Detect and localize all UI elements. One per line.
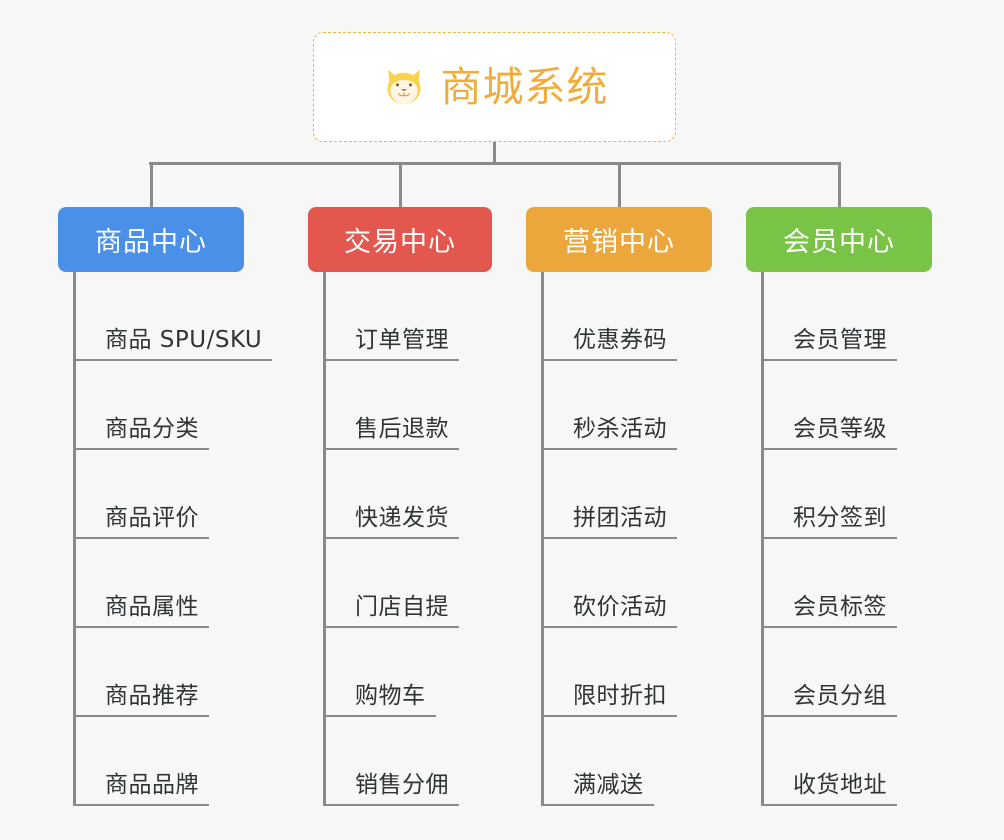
branch-header-4[interactable]: 会员中心 (746, 207, 932, 272)
leaf-item[interactable]: 拼团活动 (541, 450, 677, 539)
leaf-item-label: 商品推荐 (105, 682, 199, 709)
branch-spine-3 (541, 272, 544, 806)
root-title: 商城系统 (440, 62, 609, 111)
leaf-item-underline (761, 359, 897, 361)
leaf-item-underline (761, 715, 897, 717)
leaf-item[interactable]: 商品推荐 (73, 628, 209, 717)
branch-drop-connector-2 (398, 162, 402, 210)
leaf-item-underline (323, 537, 459, 539)
leaf-item-label: 销售分佣 (355, 771, 449, 798)
leaf-item-label: 商品品牌 (105, 771, 199, 798)
leaf-item-label: 会员等级 (793, 415, 887, 442)
leaf-item[interactable]: 会员分组 (761, 628, 897, 717)
leaf-item[interactable]: 限时折扣 (541, 628, 677, 717)
leaf-item-label: 会员分组 (793, 682, 887, 709)
leaf-item-underline (323, 804, 459, 806)
leaf-item[interactable]: 收货地址 (761, 717, 897, 806)
branch-drop-connector-4 (837, 162, 841, 210)
branch-spine-1 (73, 272, 76, 806)
branch-header-2[interactable]: 交易中心 (308, 207, 492, 272)
leaf-item-underline (323, 359, 459, 361)
leaf-item-underline (541, 359, 677, 361)
leaf-item-underline (323, 715, 436, 717)
leaf-item-underline (541, 715, 677, 717)
branch-header-1[interactable]: 商品中心 (58, 207, 244, 272)
leaf-item-underline (323, 626, 459, 628)
leaf-item[interactable]: 会员管理 (761, 272, 897, 361)
leaf-item-label: 商品 SPU/SKU (105, 326, 263, 353)
leaf-item-underline (73, 804, 209, 806)
leaf-item-label: 积分签到 (793, 504, 887, 531)
leaf-item-label: 门店自提 (355, 593, 449, 620)
leaf-item[interactable]: 会员等级 (761, 361, 897, 450)
leaf-item[interactable]: 商品品牌 (73, 717, 209, 806)
leaf-item[interactable]: 商品分类 (73, 361, 209, 450)
leaf-item[interactable]: 商品评价 (73, 450, 209, 539)
leaf-item[interactable]: 售后退款 (323, 361, 459, 450)
leaf-item-underline (73, 448, 209, 450)
leaf-item-underline (73, 537, 209, 539)
branch-header-3[interactable]: 营销中心 (526, 207, 712, 272)
leaf-item-underline (541, 448, 677, 450)
leaf-item-label: 拼团活动 (573, 504, 667, 531)
leaf-item-underline (323, 448, 459, 450)
leaf-item[interactable]: 快递发货 (323, 450, 459, 539)
branch-spine-2 (323, 272, 326, 806)
leaf-item-label: 优惠券码 (573, 326, 667, 353)
leaf-item[interactable]: 订单管理 (323, 272, 459, 361)
leaf-item-label: 会员标签 (793, 593, 887, 620)
leaf-item-label: 商品属性 (105, 593, 199, 620)
leaf-item[interactable]: 购物车 (323, 628, 436, 717)
root-stem-connector (493, 142, 496, 164)
leaf-item-underline (761, 537, 897, 539)
leaf-item-label: 快递发货 (355, 504, 449, 531)
leaf-item[interactable]: 商品 SPU/SKU (73, 272, 272, 361)
leaf-item-underline (761, 804, 897, 806)
leaf-item-underline (541, 626, 677, 628)
leaf-item-underline (73, 715, 209, 717)
leaf-item-label: 售后退款 (355, 415, 449, 442)
leaf-item-underline (541, 537, 677, 539)
horizontal-bus-connector (149, 162, 841, 165)
leaf-item-label: 商品评价 (105, 504, 199, 531)
leaf-item-label: 砍价活动 (573, 593, 667, 620)
leaf-item[interactable]: 销售分佣 (323, 717, 459, 806)
leaf-item-underline (73, 359, 272, 361)
leaf-item-underline (541, 804, 654, 806)
leaf-item[interactable]: 门店自提 (323, 539, 459, 628)
leaf-item-label: 订单管理 (355, 326, 449, 353)
leaf-item-label: 收货地址 (793, 771, 887, 798)
leaf-item[interactable]: 优惠券码 (541, 272, 677, 361)
leaf-item-label: 会员管理 (793, 326, 887, 353)
leaf-item-underline (73, 626, 209, 628)
leaf-item-label: 购物车 (355, 682, 426, 709)
branch-drop-connector-1 (149, 162, 153, 210)
leaf-item-label: 商品分类 (105, 415, 199, 442)
leaf-item-label: 满减送 (573, 771, 644, 798)
leaf-item[interactable]: 积分签到 (761, 450, 897, 539)
leaf-item[interactable]: 会员标签 (761, 539, 897, 628)
leaf-item[interactable]: 满减送 (541, 717, 654, 806)
leaf-item[interactable]: 秒杀活动 (541, 361, 677, 450)
leaf-item-label: 秒杀活动 (573, 415, 667, 442)
branch-drop-connector-3 (617, 162, 621, 210)
leaf-item-label: 限时折扣 (573, 682, 667, 709)
leaf-item-underline (761, 448, 897, 450)
branch-spine-4 (761, 272, 764, 806)
leaf-item-underline (761, 626, 897, 628)
shiba-dog-face-icon (386, 69, 421, 105)
leaf-item[interactable]: 砍价活动 (541, 539, 677, 628)
leaf-item[interactable]: 商品属性 (73, 539, 209, 628)
root-node[interactable]: 商城系统 (313, 32, 676, 142)
